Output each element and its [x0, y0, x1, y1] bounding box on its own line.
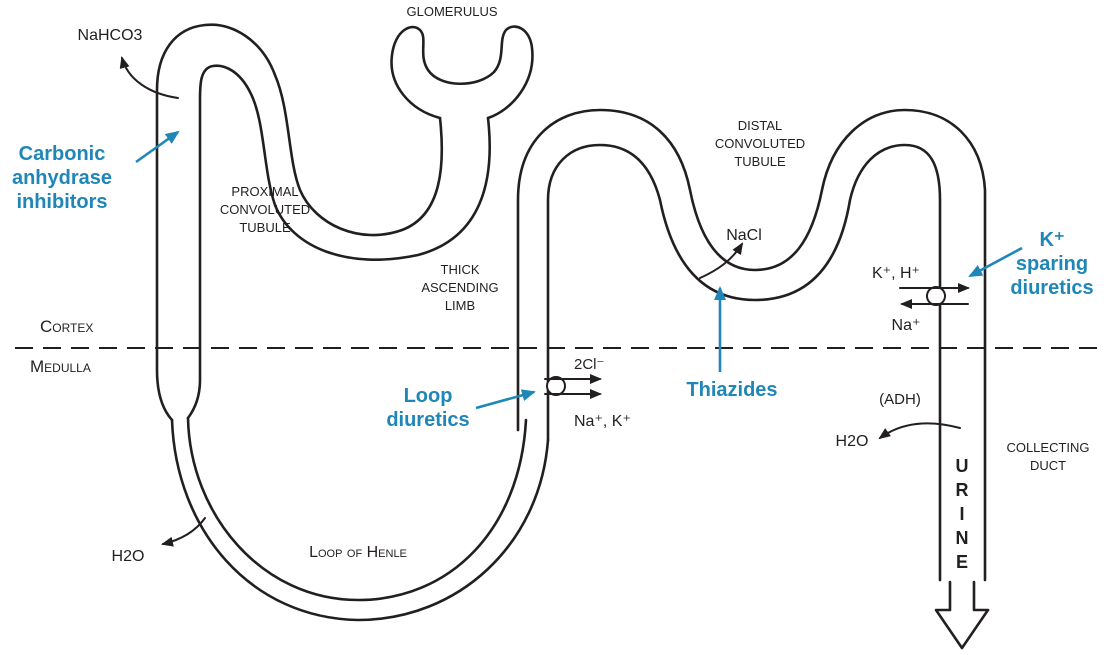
- medulla-label: Medulla: [30, 357, 91, 376]
- h2o-collecting-arrow: [878, 422, 961, 440]
- adh-label: (ADH): [879, 391, 921, 408]
- ksparing-label-3: diuretics: [1010, 277, 1093, 299]
- nahco3-label: NaHCO3: [78, 27, 143, 44]
- collecting-label-2: DUCT: [1030, 458, 1066, 473]
- h2o-henle-label: H2O: [112, 548, 145, 565]
- thick-label-2: ASCENDING: [421, 280, 498, 295]
- loop-henle-label: Loop of Henle: [309, 544, 407, 561]
- h2o-henle-arrow: [161, 517, 206, 547]
- urine-letter-i: I: [959, 504, 964, 524]
- nacl-arrow: [699, 242, 744, 279]
- ksparing-arrow: [968, 246, 1023, 278]
- cortex-label: Cortex: [40, 317, 93, 336]
- loop-arrow: [475, 389, 536, 410]
- urine-letter-r: R: [956, 480, 969, 500]
- loop-label-1: Loop: [404, 385, 453, 407]
- urine-letter-n: N: [956, 528, 969, 548]
- glomerulus-label: GLOMERULUS: [406, 4, 497, 19]
- nak-label: Na⁺, K⁺: [574, 413, 631, 430]
- proximal-label-1: PROXIMAL: [231, 184, 298, 199]
- loop-henle-inner: [186, 416, 528, 602]
- loop-henle-outer: [170, 418, 550, 622]
- enac-transporter: [926, 286, 946, 306]
- carbonic-label-2: anhydrase: [12, 167, 112, 189]
- urine-letter-e: E: [956, 552, 968, 572]
- proximal-label-3: TUBULE: [239, 220, 291, 235]
- carbonic-label-3: inhibitors: [16, 191, 107, 213]
- nacl-label: NaCl: [726, 227, 762, 244]
- proximal-tubule-inner: [186, 64, 491, 420]
- carbonic-arrow: [135, 130, 180, 164]
- distal-outer: [516, 108, 987, 582]
- nahco3-arrow: [119, 56, 179, 99]
- distal-label-1: DISTAL: [738, 118, 783, 133]
- urine-letter-u: U: [956, 456, 969, 476]
- thick-label-1: THICK: [441, 262, 480, 277]
- na-label: Na⁺: [892, 317, 921, 334]
- glomerulus-capsule: [390, 25, 534, 120]
- urine-outflow-arrow: [934, 580, 990, 650]
- thiazides-label: Thiazides: [686, 379, 777, 401]
- distal-label-2: CONVOLUTED: [715, 136, 805, 151]
- collecting-label-1: COLLECTING: [1006, 440, 1089, 455]
- h2o-collecting-label: H2O: [836, 433, 869, 450]
- proximal-label-2: CONVOLUTED: [220, 202, 310, 217]
- loop-label-2: diuretics: [386, 409, 469, 431]
- proximal-tubule-outer: [155, 23, 444, 422]
- distal-inner: [546, 143, 942, 582]
- kh-label: K⁺, H⁺: [872, 265, 920, 282]
- cl2-label: 2Cl⁻: [574, 356, 604, 373]
- distal-label-3: TUBULE: [734, 154, 786, 169]
- carbonic-label-1: Carbonic: [19, 143, 106, 165]
- thick-label-3: LIMB: [445, 298, 475, 313]
- ksparing-label-2: sparing: [1016, 253, 1088, 275]
- ksparing-label-1: K⁺: [1040, 229, 1065, 251]
